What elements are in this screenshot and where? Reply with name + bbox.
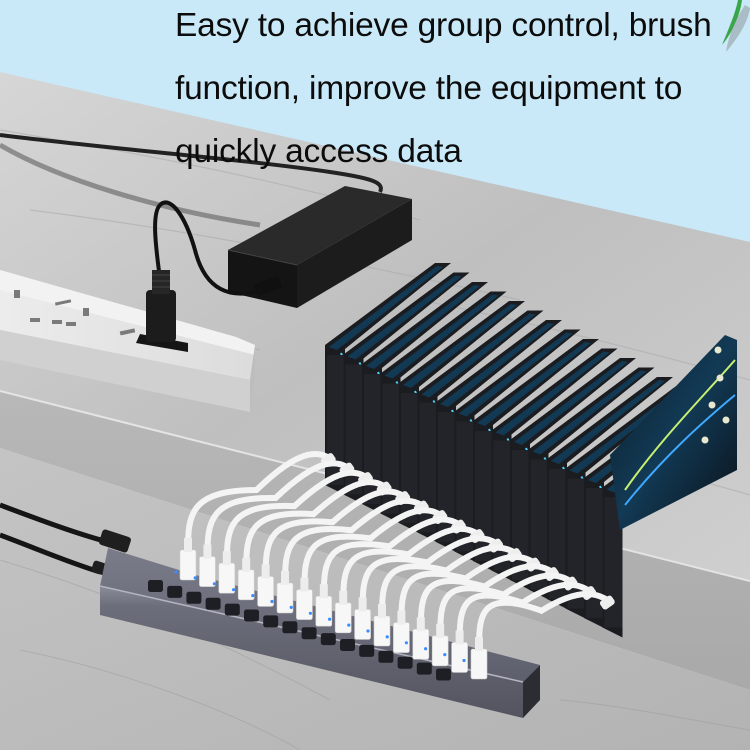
port-switch-button[interactable]	[263, 615, 279, 628]
port-led-indicator	[212, 582, 216, 586]
ac-plug	[136, 270, 188, 352]
usb-cable	[185, 451, 335, 551]
usb-plug	[412, 628, 430, 660]
usb-cable	[359, 535, 502, 610]
usb-plug	[431, 635, 449, 667]
port-switch-button[interactable]	[397, 656, 413, 669]
port-led-indicator	[404, 641, 408, 645]
phone-stack	[325, 263, 737, 638]
headline: Easy to achieve group control, brush fun…	[175, 0, 745, 189]
usb-plug	[179, 549, 197, 581]
headline-line-2: function, improve the equipment to	[175, 70, 683, 107]
usb-plug	[373, 615, 391, 647]
port-switch-button[interactable]	[436, 668, 451, 681]
usb-plug	[451, 642, 468, 673]
port-led-indicator	[366, 629, 370, 633]
port-switch-button[interactable]	[205, 597, 221, 610]
port-led-indicator	[174, 570, 178, 574]
background-cable	[0, 133, 383, 193]
port-switch-button[interactable]	[416, 662, 432, 675]
port-led-indicator	[270, 599, 274, 604]
ac-cable	[153, 200, 263, 296]
usb-cable	[320, 516, 465, 597]
usb-cable	[204, 460, 353, 557]
port-led-indicator	[251, 594, 255, 598]
usb-cable	[417, 563, 558, 630]
usb-cable	[476, 591, 614, 650]
port-switch-button[interactable]	[167, 585, 183, 598]
usb-cable	[282, 497, 428, 584]
marble-step-face	[0, 390, 750, 690]
usb-cable	[340, 525, 484, 603]
port-led-indicator	[232, 588, 236, 592]
dc-input-cable	[0, 532, 101, 575]
power-strip	[0, 270, 255, 412]
usb-cable	[262, 488, 409, 577]
phone	[362, 282, 488, 514]
port-led-indicator	[443, 653, 447, 657]
port-led-indicator	[289, 605, 293, 610]
port-switch-button[interactable]	[359, 644, 375, 657]
port-switch-button[interactable]	[282, 621, 298, 634]
headline-line-1: Easy to achieve group control, brush	[175, 7, 712, 44]
leaf-decoration	[722, 0, 742, 45]
phone	[343, 272, 470, 505]
usb-plug	[315, 595, 333, 627]
port-led-indicator	[462, 658, 466, 663]
port-switch-button[interactable]	[244, 609, 259, 622]
port-switch-button[interactable]	[148, 580, 163, 592]
port-led-indicator	[347, 623, 351, 627]
port-switch-button[interactable]	[224, 603, 240, 616]
usb-plug	[393, 622, 410, 653]
app-icon	[701, 436, 709, 444]
port-led-indicator	[424, 647, 428, 651]
port-switch-button[interactable]	[320, 633, 336, 646]
port-led-indicator	[308, 611, 312, 615]
port-switch-button[interactable]	[378, 650, 394, 663]
phone	[325, 263, 451, 495]
usb-cable	[243, 479, 391, 570]
port-led-indicator	[193, 576, 197, 580]
port-switch-button[interactable]	[301, 627, 317, 640]
hub-ports	[148, 451, 615, 681]
port-led-indicator	[328, 617, 332, 621]
port-led-indicator	[385, 635, 389, 639]
port-switch-button[interactable]	[340, 639, 355, 651]
usb-cable	[379, 544, 521, 617]
port-switch-button[interactable]	[186, 591, 202, 604]
usb-plug	[354, 609, 371, 640]
phone-front-screen	[610, 335, 737, 530]
usb-cable	[301, 507, 447, 590]
headline-line-3: quickly access data	[175, 133, 462, 170]
usb-plug	[470, 648, 488, 680]
app-icon	[722, 416, 730, 424]
usb-plug	[199, 556, 216, 587]
usb-cable	[398, 553, 540, 623]
app-icon	[708, 401, 716, 409]
app-icon	[716, 374, 724, 382]
usb-plug	[334, 602, 352, 634]
usb-plug	[296, 589, 313, 620]
app-icon	[714, 346, 722, 354]
usb-cable	[223, 469, 372, 564]
